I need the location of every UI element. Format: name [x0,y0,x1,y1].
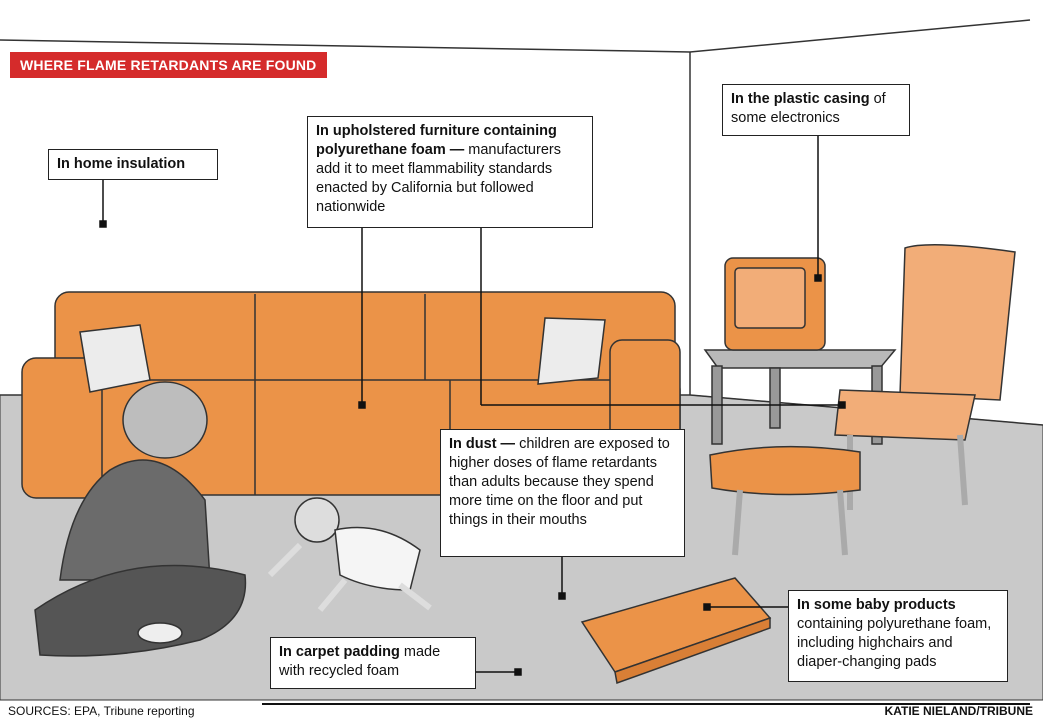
page-title: WHERE FLAME RETARDANTS ARE FOUND [10,52,327,78]
callout-carpet-text: made with recycled foam [279,644,441,679]
changing-pad [580,577,772,685]
callout-dust: In dust — children are exposed to higher… [440,429,685,557]
glider-chair [709,244,1016,556]
callout-dust-text: children are exposed to higher doses of … [449,436,670,528]
callout-dust-bold: In dust — [449,436,516,452]
credit-text: KATIE NIELAND/TRIBUNE [884,704,1033,718]
callout-baby-bold: In some baby products [797,597,956,613]
callout-furniture-text: manufacturers add it to meet flammabilit… [316,142,561,215]
callout-furniture-bold: In upholstered furniture containing poly… [316,123,557,158]
callout-furniture: In upholstered furniture containing poly… [307,116,593,228]
callout-insulation: In home insulation [48,149,218,180]
callout-carpet-bold: In carpet padding [279,644,400,660]
callout-electronics: In the plastic casing of some electronic… [722,84,910,136]
leader-lines [99,136,846,676]
callout-insulation-bold: In home insulation [57,156,186,172]
baby-illustration [267,497,432,612]
callout-electronics-text: of some electronics [731,91,886,126]
callout-baby-products: In some baby products containing polyure… [788,590,1008,682]
callout-electronics-bold: In the plastic casing [731,91,870,107]
callout-carpet: In carpet padding made with recycled foa… [270,637,476,689]
footer-rule [262,703,1030,705]
callout-baby-text: containing polyurethane foam, including … [797,616,992,670]
sources-text: SOURCES: EPA, Tribune reporting [8,704,195,718]
mother-illustration [34,381,247,657]
side-table-with-tv [703,257,897,445]
